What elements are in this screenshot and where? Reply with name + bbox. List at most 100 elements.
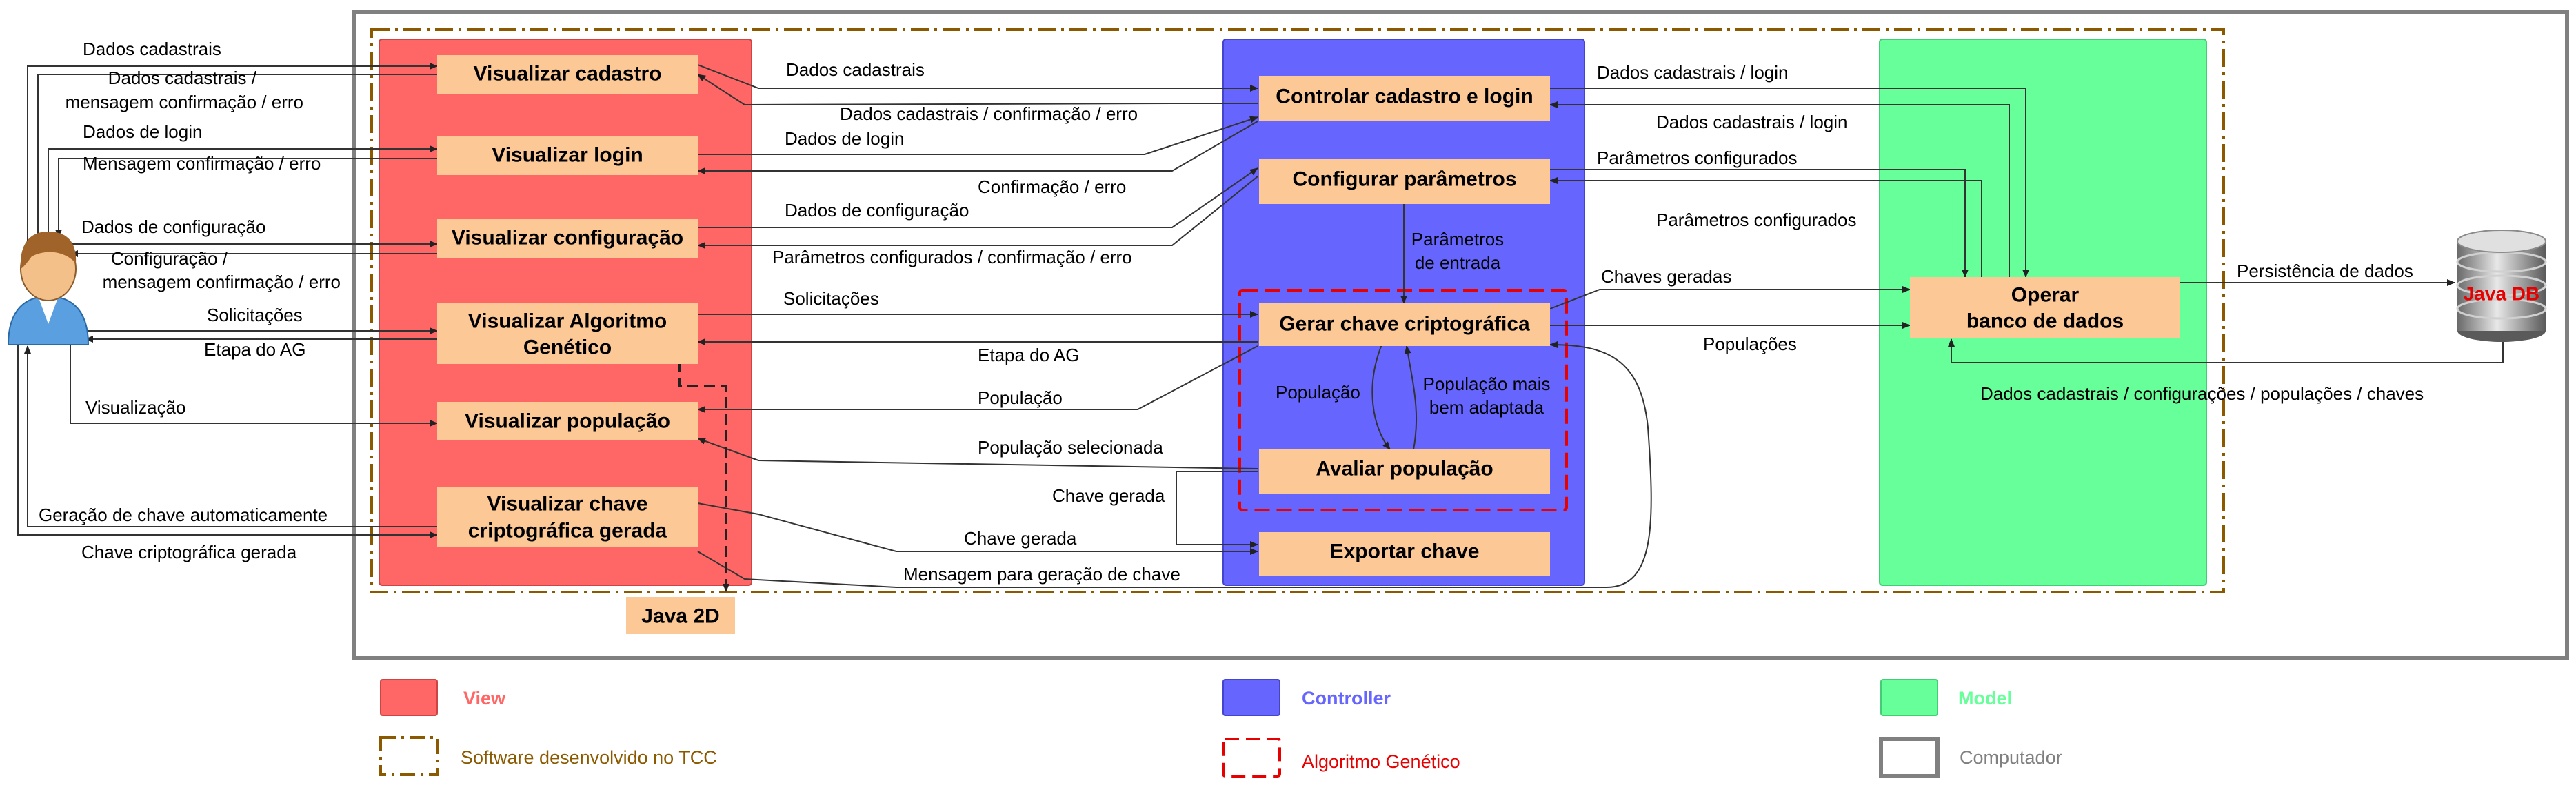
box-controlar-cadastro[interactable] [1259,76,1550,121]
legend-controller-swatch [1222,679,1280,716]
box-operar-bd[interactable] [1910,277,2180,338]
box-operar-bd-text-2: banco de dados [1966,310,2124,333]
box-visualizar-chave[interactable] [437,487,698,547]
box-gerar-chave[interactable] [1259,303,1550,346]
label-user-dados-cadastrais-msg-1: Dados cadastrais / [108,68,257,88]
label-user-dados-cadastrais-msg-2: mensagem confirmação / erro [66,92,303,112]
label-ctrl-populacao-adaptada-1: População mais [1423,374,1551,394]
arrow-login-to-user [55,158,437,238]
java2d-link [678,345,729,592]
label-cm-populacoes: Populações [1703,334,1797,354]
box-visualizar-ag-text-1: Visualizar Algoritmo [468,310,667,333]
label-vc-mensagem-geracao: Mensagem para geração de chave [903,564,1180,585]
arrow-user-to-cadastro [27,63,438,254]
arrow-gerar-to-operar-chaves [1549,286,1911,309]
label-vc-etapa-ag: Etapa do AG [978,345,1079,365]
user-avatar-icon [7,232,90,345]
label-user-etapa-ag: Etapa do AG [204,339,305,360]
box-gerar-chave-text: Gerar chave criptográfica [1279,313,1530,336]
arrow-avaliar-to-populacao [697,438,1258,469]
legend-view-swatch [380,679,438,716]
arrow-user-to-populacao [70,345,438,427]
label-user-msg-confirmacao: Mensagem confirmação / erro [83,153,321,174]
box-avaliar-populacao-text: Avaliar população [1316,458,1493,480]
box-visualizar-login[interactable] [437,136,698,175]
arrow-operar-to-controlar [1549,101,2010,277]
label-user-dados-login: Dados de login [83,121,202,142]
arrow-user-to-login [48,145,438,234]
label-user-visualizacao: Visualização [85,397,186,418]
arrow-user-to-chave [17,345,438,538]
box-java2d[interactable] [626,597,735,634]
arrow-controlar-to-login [697,121,1258,174]
label-vc-dados-cadastrais: Dados cadastrais [786,59,925,80]
box-configurar-parametros[interactable] [1259,159,1550,204]
label-vc-dados-configuracao: Dados de configuração [785,200,969,221]
box-visualizar-ag[interactable] [437,303,698,364]
arrow-gerar-to-avaliar [1371,344,1391,450]
label-user-dados-configuracao: Dados de configuração [81,216,265,237]
box-java2d-text: Java 2D [641,605,719,628]
box-visualizar-login-text: Visualizar login [492,144,643,167]
label-user-configuracao-msg-2: mensagem confirmação / erro [103,272,341,292]
box-visualizar-chave-text-1: Visualizar chave [487,493,648,516]
legend-model-swatch [1880,679,1938,716]
label-db-persistencia: Persistência de dados [2237,261,2413,281]
label-ctrl-parametros-entrada-1: Parâmetros [1411,229,1504,250]
box-visualizar-populacao-text: Visualizar população [465,410,670,433]
arrow-configurar-to-config [697,176,1258,249]
legend-software-swatch [379,736,439,776]
box-visualizar-chave-text-2: criptográfica gerada [468,520,667,542]
label-user-geracao-chave: Geração de chave automaticamente [39,505,328,525]
box-visualizar-ag-text-2: Genético [523,336,612,359]
label-cm-chaves-geradas: Chaves geradas [1601,266,1731,287]
label-cm-parametros-2: Parâmetros configurados [1656,210,1856,230]
label-vc-chave-gerada-2: Chave gerada [964,528,1077,549]
box-controlar-cadastro-text: Controlar cadastro e login [1276,85,1533,108]
legend-ga-swatch [1222,738,1281,778]
arrow-cadastro-to-user [34,74,437,245]
arrow-controlar-to-cadastro [697,74,1258,106]
label-vc-parametros-configurados: Parâmetros configurados / confirmação / … [772,247,1132,267]
label-user-chave-gerada: Chave criptográfica gerada [81,542,297,562]
box-avaliar-populacao[interactable] [1259,449,1550,494]
box-exportar-chave[interactable] [1259,532,1550,576]
legend-software-label: Software desenvolvido no TCC [461,747,717,768]
arrow-mensagem-to-gerar [697,341,1652,588]
arrow-avaliar-to-gerar [1404,345,1418,450]
label-vc-dados-login: Dados de login [785,128,904,149]
label-ctrl-parametros-entrada-2: de entrada [1415,252,1501,273]
label-vc-populacao-selecionada: População selecionada [978,437,1163,458]
arrow-operar-to-configurar [1549,177,1982,277]
arrow-login-to-controlar [698,116,1258,155]
box-visualizar-cadastro[interactable] [437,55,698,94]
arrow-db-to-operar [1948,338,2504,363]
arrow-chave-to-exportar [697,502,1258,555]
label-cm-dados-login-2: Dados cadastrais / login [1656,112,1847,132]
box-visualizar-cadastro-text: Visualizar cadastro [474,63,662,85]
arrow-config-to-configurar [698,167,1258,228]
box-visualizar-configuracao[interactable] [437,219,698,258]
label-vc-confirmacao-erro: Confirmação / erro [978,176,1126,197]
legend-ga-label: Algoritmo Genético [1302,751,1460,772]
database-cylinder-icon: Java DB [2456,230,2547,342]
label-ctrl-populacao-adaptada-2: bem adaptada [1429,397,1544,418]
software-tcc-border [370,28,2225,593]
box-operar-bd-text-1: Operar [2011,284,2080,307]
legend-view-label: View [463,688,506,709]
arrow-avaliar-to-exportar [1176,471,1258,548]
javadb-label: Java DB [2464,283,2540,305]
legend-controller-label: Controller [1302,688,1391,709]
label-cm-parametros-1: Parâmetros configurados [1597,148,1797,168]
label-user-configuracao-msg-1: Configuração / [111,248,228,269]
label-user-dados-cadastrais: Dados cadastrais [83,39,221,59]
arrow-gerar-to-populacao [697,345,1258,413]
arrow-configurar-to-operar [1550,169,1969,278]
label-vc-solicitacoes: Solicitações [783,288,879,309]
box-configurar-parametros-text: Configurar parâmetros [1292,168,1516,191]
box-visualizar-populacao[interactable] [437,402,698,440]
label-cm-dados-login-1: Dados cadastrais / login [1597,62,1788,83]
arrow-cadastro-to-controlar [697,64,1258,92]
label-user-solicitacoes: Solicitações [207,305,303,325]
box-exportar-chave-text: Exportar chave [1330,540,1480,563]
